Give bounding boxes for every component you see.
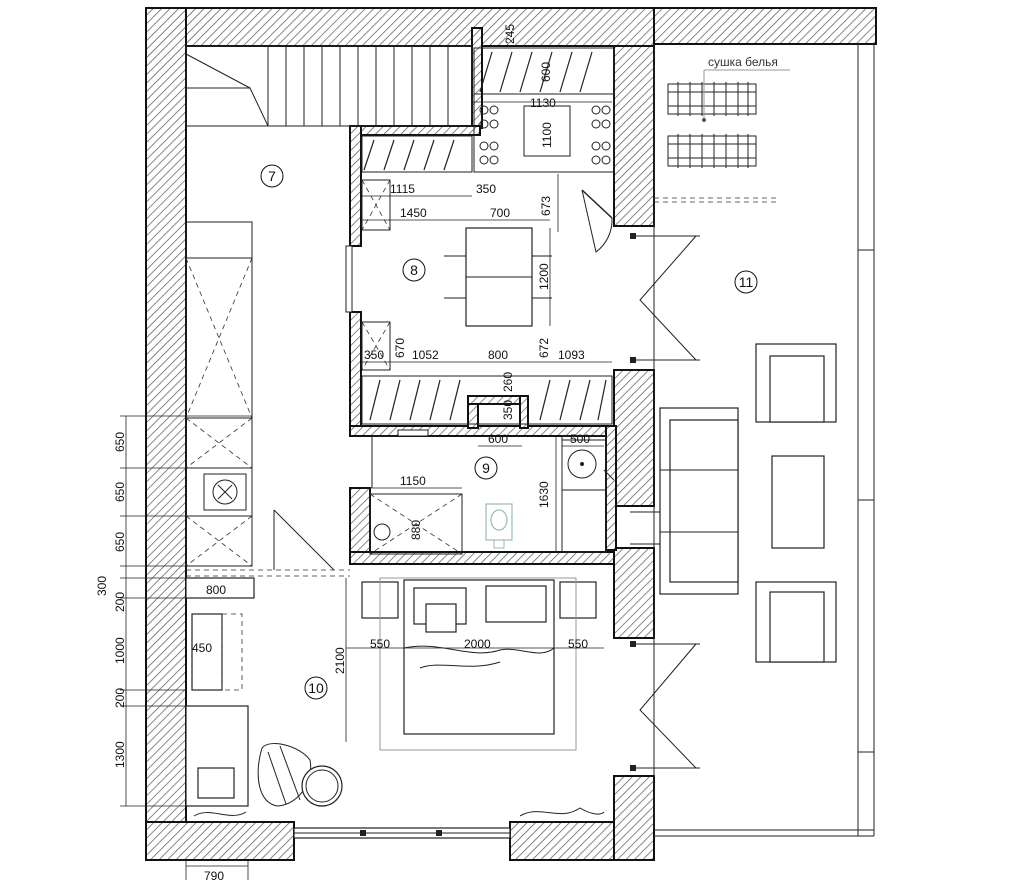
dim-300: 300 [95, 576, 109, 596]
dim-1300: 1300 [113, 741, 127, 768]
bathroom-fixtures [369, 429, 615, 555]
drying-racks [667, 69, 790, 168]
dim-2000: 2000 [464, 637, 491, 651]
dim-450: 450 [192, 641, 212, 655]
interior-walls [349, 27, 617, 565]
dim-1093: 1093 [558, 348, 585, 362]
wall-right-lower [613, 775, 655, 861]
room-7-label: 7 [268, 168, 276, 184]
balcony-outline [653, 44, 875, 837]
dimension-lines [120, 101, 612, 880]
dim-880: 880 [409, 520, 423, 540]
dim-1630: 1630 [537, 481, 551, 508]
wall-right-pier-1 [613, 369, 655, 507]
dim-600-bath: 600 [488, 432, 508, 446]
wall-right-pier-2 [613, 547, 655, 639]
dim-550-left: 550 [370, 637, 390, 651]
dim-790: 790 [204, 869, 224, 883]
dim-260: 260 [501, 372, 515, 392]
kitchen-bottom-cabinets [361, 375, 613, 425]
bedroom-door [186, 509, 350, 577]
room-9-label: 9 [482, 460, 490, 476]
dining-table [444, 227, 552, 327]
bottom-window [293, 827, 511, 839]
dim-670: 670 [393, 338, 407, 358]
exterior-walls [145, 7, 877, 861]
wall-left [145, 7, 187, 861]
dim-200-b: 200 [113, 688, 127, 708]
dim-672: 672 [537, 338, 551, 358]
balcony-doors [630, 233, 700, 771]
dim-650-b: 650 [113, 482, 127, 502]
kitchen-counters [361, 47, 615, 371]
dim-245: 245 [503, 24, 517, 44]
dim-350-kitchen: 350 [476, 182, 496, 196]
dim-673: 673 [539, 196, 553, 216]
dim-1000: 1000 [113, 637, 127, 664]
dim-350-lower: 350 [364, 348, 384, 362]
dim-700: 700 [490, 206, 510, 220]
dim-650-c: 650 [113, 532, 127, 552]
dimension-texts: 245 600 1130 1100 1115 350 1450 700 673 … [95, 24, 590, 883]
balcony-furniture [659, 343, 837, 663]
wall-top-right [653, 7, 877, 45]
wall-right-upper [613, 45, 655, 227]
dim-1130: 1130 [530, 96, 556, 110]
dim-350-bath: 350 [501, 400, 515, 420]
kitchen-door [345, 189, 613, 313]
dim-800-kitchen: 800 [488, 348, 508, 362]
dim-550-right: 550 [568, 637, 588, 651]
wall-bottom-left [145, 821, 295, 861]
dim-1200: 1200 [537, 263, 551, 290]
room-10-label: 10 [308, 680, 324, 696]
dim-1450: 1450 [400, 206, 427, 220]
dim-200-a: 200 [113, 592, 127, 612]
room-11-label: 11 [739, 274, 754, 290]
dim-500: 500 [570, 432, 590, 446]
dim-1150: 1150 [400, 474, 426, 488]
wall-top [145, 7, 655, 47]
dim-600-vertical: 600 [539, 62, 553, 82]
drying-label: сушка белья [708, 55, 778, 69]
room-8-label: 8 [410, 262, 418, 278]
dim-2100: 2100 [333, 647, 347, 674]
dim-650-a: 650 [113, 432, 127, 452]
bedroom-furniture [185, 577, 605, 817]
room-markers: 7 8 9 10 11 [260, 164, 758, 700]
dim-1100: 1100 [540, 122, 554, 148]
dim-1052: 1052 [412, 348, 439, 362]
dim-800-bedroom: 800 [206, 583, 226, 597]
dim-1115: 1115 [390, 182, 415, 196]
